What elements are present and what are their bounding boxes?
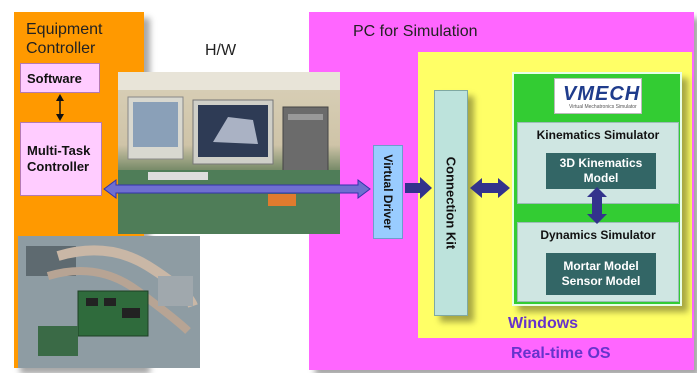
dynamics-simulator-title: Dynamics Simulator [540, 228, 656, 242]
software-label: Software [27, 70, 82, 86]
multi-task-controller-box: Multi-Task Controller [20, 122, 102, 196]
kinematics-simulator-box: Kinematics Simulator 3D Kinematics Model [517, 122, 679, 204]
virtual-driver-label: Virtual Driver [381, 154, 395, 230]
circuit-board-photo [18, 236, 200, 368]
pc-simulation-title: PC for Simulation [353, 23, 478, 40]
hardware-photo [118, 72, 340, 234]
sensor-model-label: Sensor Model [561, 274, 641, 288]
virtual-driver-box: Virtual Driver [373, 145, 403, 239]
equipment-controller-title-line1: Equipment [26, 21, 103, 38]
multi-task-line2: Controller [27, 159, 90, 174]
real-time-os-label: Real-time OS [511, 345, 611, 362]
kinematics-model-line2: Model [583, 171, 619, 185]
vmech-logo-text: VMECH [563, 83, 641, 105]
vmech-logo-subtext: Virtual Mechatronics Simulator [569, 104, 637, 110]
connection-kit-label: Connection Kit [443, 156, 459, 250]
kinematics-model-line1: 3D Kinematics [559, 156, 643, 170]
multi-task-line1: Multi-Task [27, 143, 91, 158]
vmech-logo: VMECH Virtual Mechatronics Simulator [554, 78, 642, 114]
mortar-model-label: Mortar Model [563, 259, 639, 273]
dynamics-simulator-box: Dynamics Simulator Mortar Model Sensor M… [517, 222, 679, 302]
software-box: Software [20, 63, 100, 93]
circuit-board-illustration [18, 236, 200, 368]
equipment-controller-title: Equipment Controller [26, 20, 103, 58]
equipment-controller-title-line2: Controller [26, 40, 96, 57]
multi-task-controller-label: Multi-Task Controller [27, 143, 90, 175]
hw-label: H/W [205, 42, 237, 59]
kinematics-model-box: 3D Kinematics Model [546, 153, 656, 189]
windows-label: Windows [508, 315, 579, 332]
hardware-photo-illustration [118, 72, 340, 234]
kinematics-simulator-title: Kinematics Simulator [536, 128, 660, 142]
dynamics-model-box: Mortar Model Sensor Model [546, 253, 656, 295]
connection-kit-box: Connection Kit [434, 90, 468, 316]
